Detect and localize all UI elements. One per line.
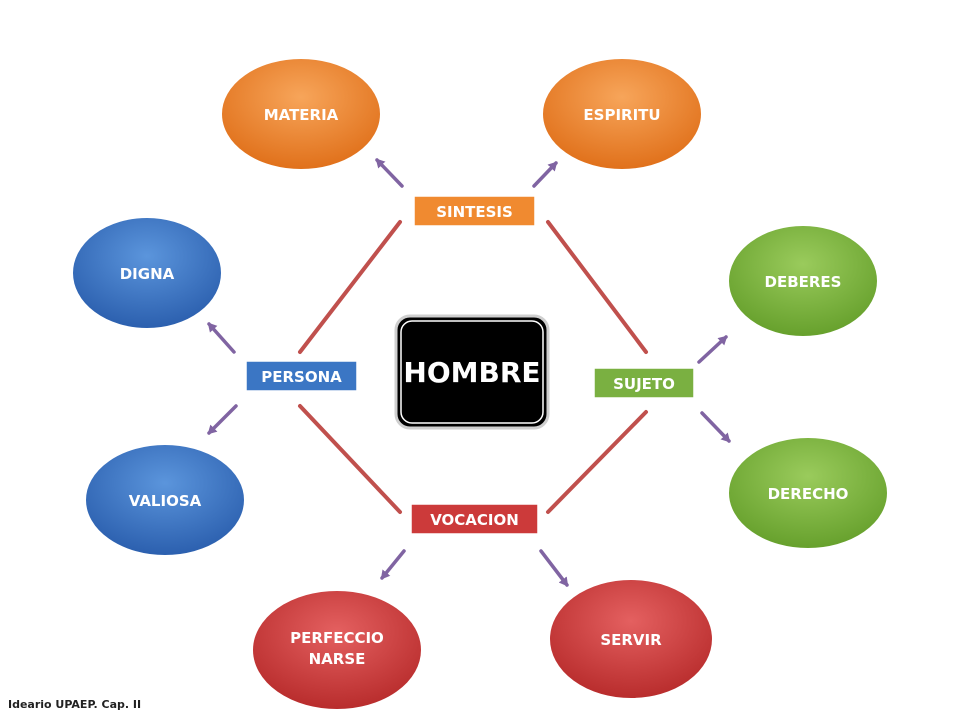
arrow-to-perfeccionarse: [380, 549, 406, 580]
arrow-to-servir: [539, 549, 569, 587]
ellipse-materia: MATERIA: [220, 57, 382, 171]
box-vocacion: VOCACION: [410, 503, 539, 535]
line-persona-vocacion: [298, 404, 402, 514]
arrow-to-digna: [207, 322, 236, 354]
arrow-to-espiritu: [532, 161, 558, 188]
center-hombre: HOMBRE: [394, 314, 550, 430]
derecho-label: DERECHO: [768, 485, 849, 503]
sintesis-label: SINTESIS: [436, 203, 513, 221]
perfeccionarse-label-line1: PERFECCIO: [290, 629, 384, 647]
ellipse-derecho: DERECHO: [727, 436, 889, 550]
line-sujeto-vocacion: [546, 410, 648, 514]
connector-lines: [298, 220, 648, 514]
arrow-to-deberes: [697, 335, 728, 364]
perfeccionarse-label-line2: NARSE: [309, 650, 366, 668]
box-persona: PERSONA: [245, 360, 358, 392]
ellipse-valiosa: VALIOSA: [84, 443, 246, 557]
vocacion-label: VOCACION: [430, 511, 519, 529]
arrows: [207, 158, 731, 587]
deberes-label: DEBERES: [765, 273, 842, 291]
box-sujeto: SUJETO: [593, 367, 695, 399]
ellipse-perfeccionarse: PERFECCIO NARSE: [251, 589, 423, 711]
ellipse-espiritu: ESPIRITU: [541, 57, 703, 171]
ellipse-digna: DIGNA: [71, 216, 223, 330]
sujeto-label: SUJETO: [613, 375, 675, 393]
ellipse-servir: SERVIR: [548, 578, 714, 700]
valiosa-label: VALIOSA: [129, 492, 202, 510]
arrow-to-materia: [375, 158, 404, 188]
footer-citation: Ideario UPAEP. Cap. II: [8, 698, 142, 711]
arrow-to-valiosa: [207, 404, 238, 435]
arrow-to-derecho: [700, 411, 731, 443]
espiritu-label: ESPIRITU: [583, 106, 660, 124]
persona-label: PERSONA: [261, 368, 342, 386]
line-sintesis-persona: [298, 220, 402, 354]
hombre-label: HOMBRE: [403, 356, 540, 389]
digna-label: DIGNA: [120, 265, 175, 283]
line-sintesis-sujeto: [546, 220, 648, 354]
box-sintesis: SINTESIS: [413, 195, 536, 227]
ellipse-deberes: DEBERES: [727, 224, 879, 338]
materia-label: MATERIA: [264, 106, 339, 124]
servir-label: SERVIR: [600, 631, 662, 649]
